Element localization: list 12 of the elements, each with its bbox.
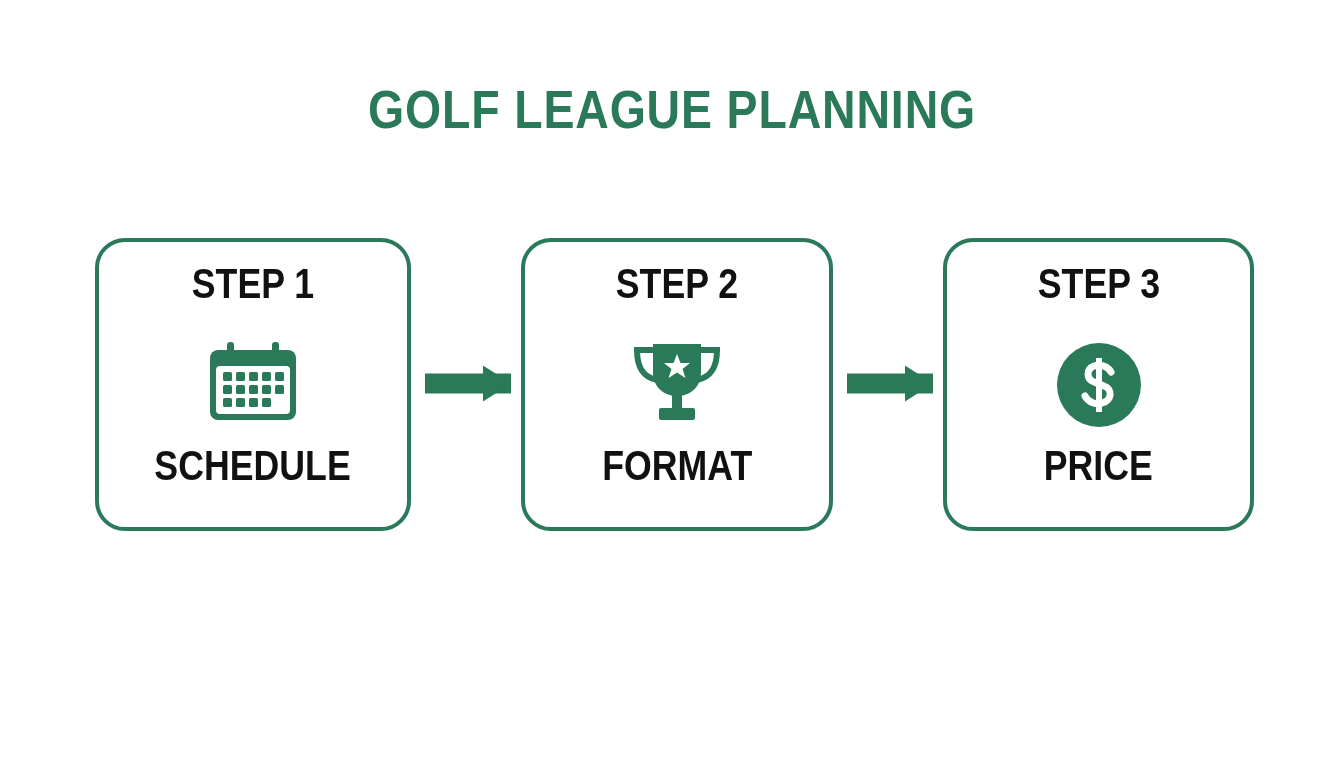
step-label: SCHEDULE — [154, 442, 352, 490]
step-box — [943, 238, 1254, 531]
step-box — [95, 238, 411, 531]
step-label: PRICE — [1043, 442, 1154, 490]
step-box — [521, 238, 833, 531]
step-label: FORMAT — [601, 442, 752, 490]
step-number: STEP 1 — [191, 260, 315, 308]
diagram-title: GOLF LEAGUE PLANNING — [367, 78, 977, 140]
step-number: STEP 3 — [1037, 260, 1160, 308]
arrow — [425, 365, 511, 402]
step-number: STEP 2 — [615, 260, 739, 308]
arrow — [847, 365, 933, 402]
